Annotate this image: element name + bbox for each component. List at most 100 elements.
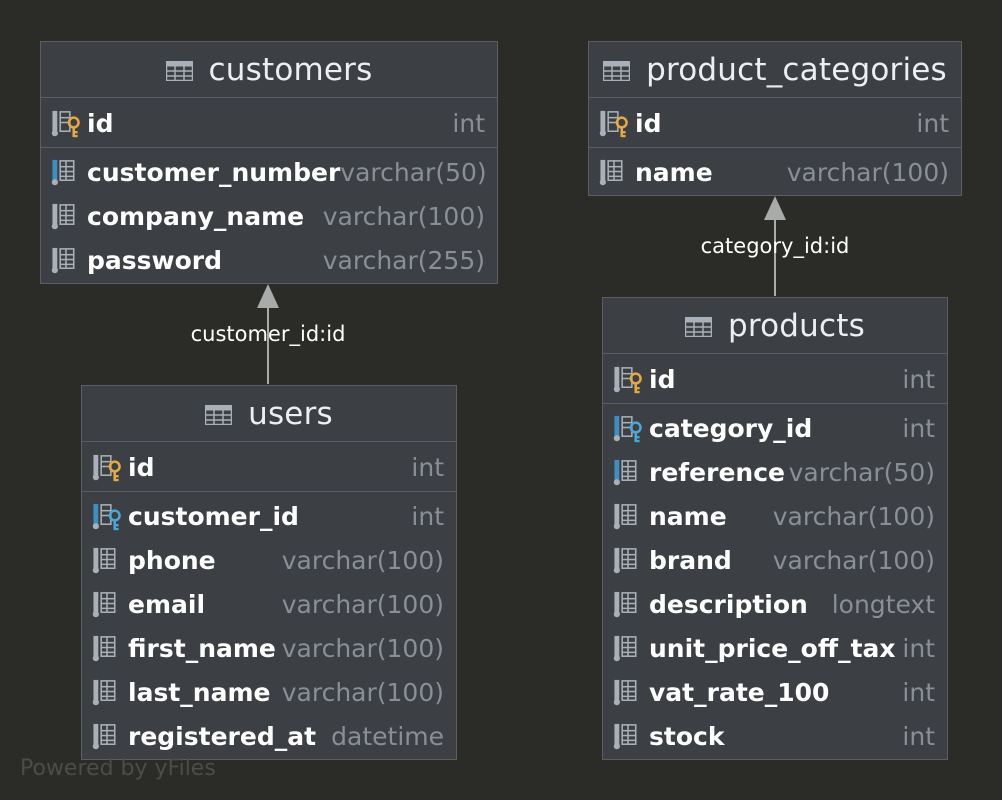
column-name: id <box>128 452 155 482</box>
column-name: id <box>635 108 662 138</box>
column-name: password <box>87 245 223 275</box>
column-name: name <box>635 157 713 187</box>
column-row[interactable]: description longtext <box>603 582 947 626</box>
unique-column-icon <box>613 459 637 486</box>
column-row[interactable]: id int <box>82 445 456 489</box>
column-type: varchar(100) <box>281 677 444 707</box>
column-row[interactable]: stock int <box>603 714 947 758</box>
column-name: stock <box>649 721 725 751</box>
table-icon <box>205 404 233 425</box>
primary-key-icon <box>92 454 121 482</box>
column-name: id <box>87 108 114 138</box>
primary-key-icon <box>613 366 642 394</box>
column-type: int <box>452 108 485 138</box>
column-type: varchar(100) <box>772 545 935 575</box>
column-row[interactable]: id int <box>589 101 961 145</box>
column-icon <box>92 591 116 618</box>
columns-section: name varchar(100) <box>589 148 961 195</box>
relation-arrowhead-customers <box>257 284 279 308</box>
table-header[interactable]: product_categories <box>589 42 961 98</box>
column-row[interactable]: vat_rate_100 int <box>603 670 947 714</box>
column-name: description <box>649 589 808 619</box>
column-name: unit_price_off_tax <box>649 633 896 663</box>
column-type: varchar(100) <box>786 157 949 187</box>
foreign-key-icon <box>92 503 121 531</box>
table-name: products <box>728 307 865 344</box>
column-row[interactable]: brand varchar(100) <box>603 538 947 582</box>
column-name: registered_at <box>128 721 317 751</box>
column-icon <box>613 635 637 662</box>
column-name: id <box>649 364 676 394</box>
table-icon <box>603 60 631 81</box>
foreign-key-icon <box>613 415 642 443</box>
primary-key-icon <box>51 110 80 138</box>
column-type: int <box>902 413 935 443</box>
table-name: users <box>248 395 333 432</box>
column-icon <box>92 679 116 706</box>
column-name: brand <box>649 545 732 575</box>
column-name: first_name <box>128 633 276 663</box>
column-name: last_name <box>128 677 271 707</box>
column-name: reference <box>649 457 785 487</box>
column-type: longtext <box>831 589 935 619</box>
column-type: int <box>411 452 444 482</box>
column-row[interactable]: last_name varchar(100) <box>82 670 456 714</box>
column-type: varchar(100) <box>772 501 935 531</box>
column-icon <box>613 503 637 530</box>
column-type: varchar(50) <box>340 157 487 187</box>
column-name: vat_rate_100 <box>649 677 830 707</box>
column-type: datetime <box>331 721 444 751</box>
primary-key-icon <box>599 110 628 138</box>
primary-key-section: id int <box>589 98 961 148</box>
column-icon <box>613 591 637 618</box>
column-row[interactable]: name varchar(100) <box>589 150 961 194</box>
column-type: varchar(100) <box>281 589 444 619</box>
column-type: varchar(255) <box>322 245 485 275</box>
column-row[interactable]: registered_at datetime <box>82 714 456 758</box>
column-icon <box>92 723 116 750</box>
column-row[interactable]: name varchar(100) <box>603 494 947 538</box>
relation-arrowhead-product_categories <box>764 196 786 220</box>
powered-by-watermark: Powered by yFiles <box>20 756 216 781</box>
column-icon <box>92 635 116 662</box>
column-type: int <box>902 633 935 663</box>
column-icon <box>613 547 637 574</box>
column-type: varchar(100) <box>281 545 444 575</box>
table-header[interactable]: products <box>603 298 947 354</box>
column-type: varchar(100) <box>281 633 444 663</box>
column-icon <box>51 203 75 230</box>
primary-key-section: id int <box>41 98 497 148</box>
relation-label-customer-id: customer_id:id <box>190 322 346 346</box>
relation-label-category-id: category_id:id <box>700 234 850 258</box>
column-type: int <box>902 677 935 707</box>
column-name: customer_number <box>87 157 341 187</box>
column-type: int <box>411 501 444 531</box>
column-row[interactable]: id int <box>41 101 497 145</box>
table-header[interactable]: users <box>82 386 456 442</box>
column-type: int <box>916 108 949 138</box>
column-row[interactable]: password varchar(255) <box>41 238 497 282</box>
table-icon <box>165 60 193 81</box>
table-name: product_categories <box>646 51 947 88</box>
table-header[interactable]: customers <box>41 42 497 98</box>
column-name: name <box>649 501 727 531</box>
column-type: int <box>902 721 935 751</box>
